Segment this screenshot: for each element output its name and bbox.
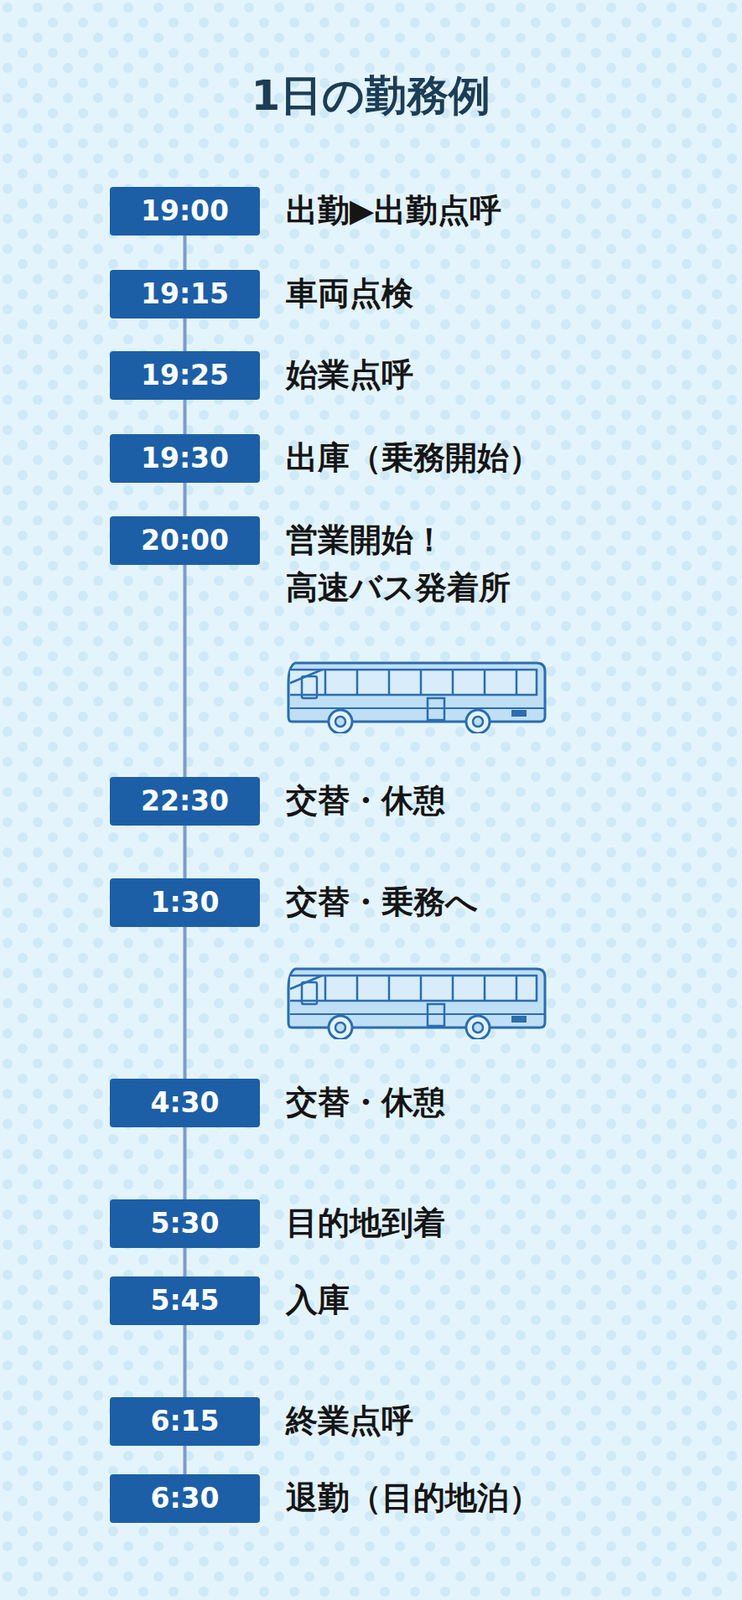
time-label: 22:30 (109, 777, 260, 826)
time-badge: 6:15終業点呼 (109, 1397, 260, 1447)
timeline-line (184, 1248, 186, 1277)
time-label: 20:00 (109, 516, 260, 566)
timeline-line (184, 825, 186, 879)
timeline-line (184, 318, 186, 352)
timeline-line (184, 927, 186, 1080)
time-badge: 19:25始業点呼 (109, 351, 260, 400)
time-badge: 1:30交替・乗務へ (109, 878, 260, 928)
time-label: 6:15 (109, 1397, 260, 1447)
bus-illustration (288, 969, 545, 1040)
timeline-line (184, 1446, 186, 1475)
event-label: 目的地到着 (285, 1199, 446, 1248)
event-label: 出庫（乗務開始） (285, 434, 541, 483)
event-label: 交替・休憩 (285, 1079, 446, 1127)
time-badge: 22:30交替・休憩 (109, 777, 260, 826)
time-label: 1:30 (109, 878, 260, 928)
event-label: 入庫 (285, 1276, 350, 1325)
time-label: 6:30 (109, 1474, 260, 1524)
time-label: 19:15 (109, 269, 260, 319)
time-badge: 4:30交替・休憩 (109, 1079, 260, 1128)
timeline-line (184, 565, 186, 778)
timeline-line (184, 1325, 186, 1398)
time-label: 19:30 (109, 434, 260, 483)
time-badge: 5:45入庫 (109, 1276, 260, 1326)
timeline-line (184, 482, 186, 517)
event-label: 出勤▶出勤点呼 (285, 186, 502, 235)
timeline-line (184, 1127, 186, 1200)
event-label: 交替・休憩 (285, 777, 446, 826)
time-label: 5:45 (109, 1276, 260, 1326)
diagram-title: 1日の勤務例 (0, 70, 742, 121)
time-label: 4:30 (109, 1079, 260, 1128)
time-label: 5:30 (109, 1199, 260, 1249)
time-badge: 6:30退勤（目的地泊） (109, 1474, 260, 1524)
time-badge: 5:30目的地到着 (109, 1199, 260, 1249)
time-badge: 19:00出勤▶出勤点呼 (109, 186, 260, 236)
event-label: 終業点呼 (285, 1397, 414, 1446)
event-label: 車両点検 (285, 269, 414, 318)
time-label: 19:00 (109, 186, 260, 236)
time-badge: 19:30出庫（乗務開始） (109, 434, 260, 483)
time-label: 19:25 (109, 351, 260, 400)
event-label: 交替・乗務へ (285, 878, 478, 927)
event-label: 退勤（目的地泊） (285, 1474, 541, 1523)
timeline-line (184, 235, 186, 270)
timeline-line (184, 399, 186, 435)
time-badge: 19:15車両点検 (109, 269, 260, 319)
time-badge: 20:00営業開始！ 高速バス発着所 (109, 516, 260, 566)
event-label: 営業開始！ 高速バス発着所 (285, 516, 639, 613)
event-label: 始業点呼 (285, 351, 414, 400)
bus-illustration (288, 663, 545, 734)
